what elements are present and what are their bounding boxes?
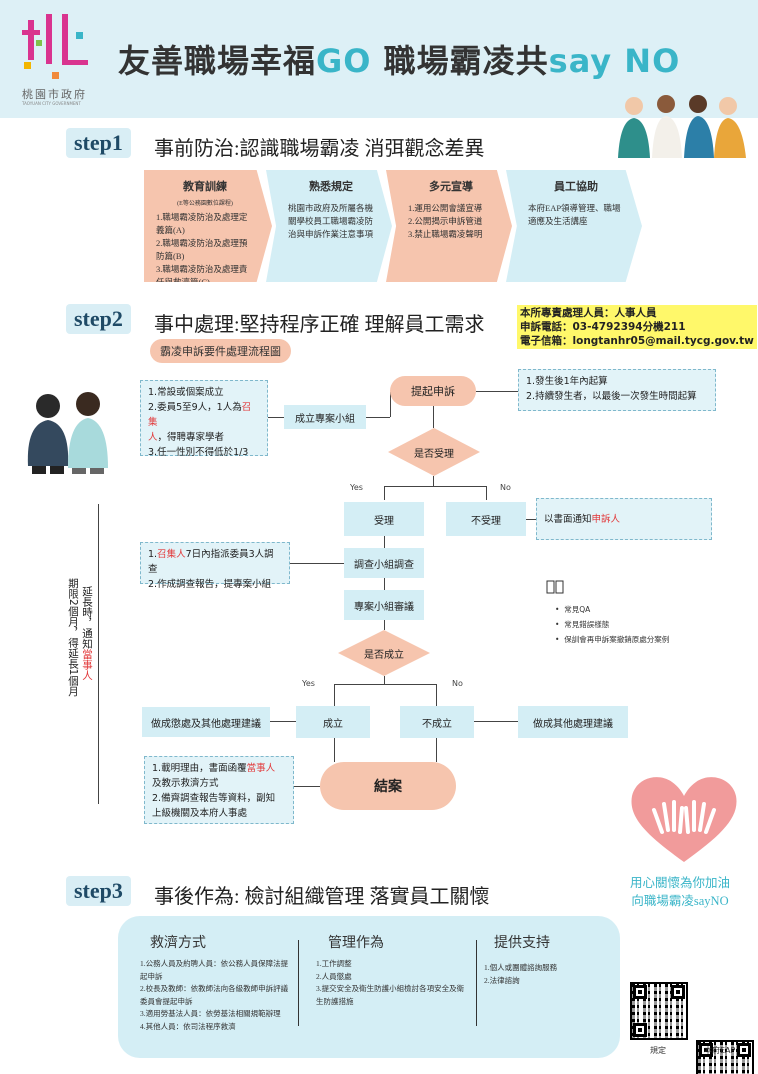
taoyuan-logo-icon [22, 14, 88, 79]
help-list: • 常見QA • 常見錯誤樣態 • 保訓會再申訴案撤銷原處分案例 [555, 602, 669, 647]
sad-people-illustration-icon [27, 392, 108, 474]
connector [384, 486, 486, 487]
connector [474, 721, 518, 722]
logo-subtext: TAOYUAN CITY GOVERNMENT [22, 101, 81, 106]
connector [436, 738, 437, 762]
qr-caption: 本府EAP [704, 1046, 736, 1055]
help-item: • 常見錯誤樣態 [555, 620, 610, 629]
column-divider [476, 940, 477, 1026]
step1-label: step1 [66, 128, 131, 158]
qr-code-eap-icon[interactable] [696, 1040, 754, 1074]
connector [294, 786, 320, 787]
yes-label: Yes [350, 483, 363, 492]
connector [384, 578, 385, 590]
investigation-note: 1.召集人7日內指派委員3人調查 2.作成調查報告，提專案小組 [140, 542, 290, 590]
connector [390, 392, 391, 417]
card-employee-assist: 員工協助 本府EAP領導管理、職場適應及生活講座 [506, 170, 642, 282]
closing-note: 1.載明理由，書面函覆當事人 及教示救濟方式 2.備齊調查報告等資料，副知 上級… [144, 756, 294, 824]
relief-list: 1.公務人員及約聘人員：依公務人員保障法提起申訴 2.校長及教師：依教師法向各級… [140, 959, 289, 1031]
contact-info: 本所專責處理人員：人事人員 申訴電話：03-4792394分機211 電子信箱：… [517, 305, 757, 349]
people-group-illustration-icon [618, 95, 746, 158]
logo-text: 桃園市政府 [22, 88, 87, 101]
qr-caption: 規定 [650, 1046, 666, 1055]
valid-decision-diamond: 是否成立 [338, 630, 430, 676]
period-note: 期限2個月，得延長1個月 [67, 578, 79, 697]
step3-title: 事後作為: 檢討組織管理 落實員工關懷 [154, 886, 490, 908]
support-heading: 提供支持 [494, 936, 550, 951]
step1-title: 事前防治:認識職場霸凌 消弭觀念差異 [154, 138, 485, 160]
step3-panel [118, 916, 620, 1058]
accept-box: 受理 [344, 502, 424, 536]
other-suggestion-box: 做成其他處理建議 [518, 706, 628, 738]
connector [384, 536, 385, 548]
connector [433, 476, 434, 486]
step3-label: step3 [66, 876, 131, 906]
connector [486, 486, 487, 500]
period-extend-note: 延長時，通知當事人 [81, 586, 93, 681]
connector [334, 684, 436, 685]
care-slogan: 用心關懷為你加油 向職場霸凌saуNO [629, 876, 730, 908]
help-item: • 常見QA [555, 605, 591, 614]
discipline-box: 做成懲處及其他處理建議 [142, 707, 270, 737]
help-item: • 保訓會再申訴案撤銷原處分案例 [555, 635, 670, 644]
management-heading: 管理作為 [328, 936, 384, 951]
connector [268, 417, 284, 418]
connector [384, 486, 385, 500]
file-complaint-box: 提起申訴 [390, 376, 476, 406]
connector [436, 684, 437, 706]
connector [384, 676, 385, 684]
committee-note: 1.常設或個案成立 2.委員5至9人，1人為召集 人，得聘專家學者 3.任一性別… [140, 380, 268, 458]
close-case-box: 結案 [320, 762, 456, 810]
review-box: 專案小組審議 [344, 590, 424, 620]
heart-hands-icon [631, 777, 737, 862]
notify-note: 以書面通知申訴人 [536, 498, 712, 540]
connector [433, 406, 434, 428]
book-icon [546, 580, 564, 594]
no-label: No [452, 679, 463, 688]
column-divider [298, 940, 299, 1026]
page-title: 友善職場幸福GO 職場霸凌共say NO [118, 42, 681, 80]
relief-heading: 救濟方式 [150, 936, 206, 951]
qr-code-regulations-icon[interactable] [630, 982, 688, 1040]
flowchart-tag: 霸凌申訴要件處理流程圖 [150, 339, 291, 363]
card-promotion: 多元宣導 1.運用公開會議宣導 2.公開揭示申訴管道 3.禁止職場霸凌聲明 [386, 170, 512, 282]
connector [366, 417, 390, 418]
connector [270, 721, 296, 722]
connector [476, 391, 518, 392]
card-regulations: 熟悉規定 桃園市政府及所屬各機關學校員工職場霸凌防治與申訴作業注意事項 [266, 170, 392, 282]
support-list: 1.個人或團體諮詢服務 2.法律諮詢 [484, 963, 558, 985]
step2-title: 事中處理:堅持程序正確 理解員工需求 [154, 314, 485, 336]
accept-decision-diamond: 是否受理 [388, 428, 480, 476]
connector [334, 684, 335, 706]
connector [384, 620, 385, 630]
connector [526, 519, 536, 520]
form-committee-box: 成立專案小組 [284, 405, 366, 429]
yes-label: Yes [302, 679, 315, 688]
deadline-note: 1.發生後1年內起算 2.持續發生者，以最後一次發生時間起算 [518, 369, 716, 411]
step2-label: step2 [66, 304, 131, 334]
valid-box: 成立 [296, 706, 370, 738]
connector [334, 738, 335, 762]
investigation-box: 調查小組調查 [344, 548, 424, 578]
connector [290, 563, 344, 564]
card-education: 教育訓練 (E等公務園數位課程) 1.職場霸凌防治及處理定義篇(A) 2.職場霸… [144, 170, 272, 282]
invalid-box: 不成立 [400, 706, 474, 738]
management-list: 1.工作調整 2.人員懲處 3.提交安全及衛生防護小組檢討各項安全及衛生防護措施 [316, 959, 465, 1006]
no-label: No [500, 483, 511, 492]
period-line [98, 504, 99, 804]
reject-box: 不受理 [446, 502, 526, 536]
